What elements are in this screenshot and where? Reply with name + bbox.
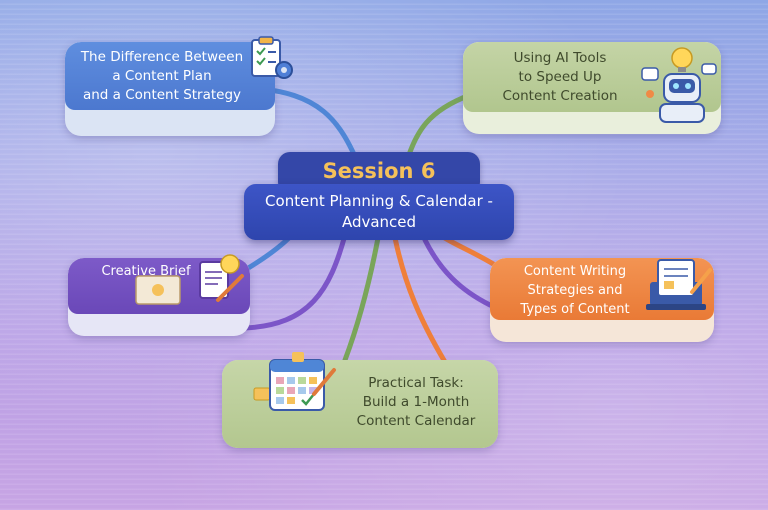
link-practical-green xyxy=(342,235,381,363)
node-plan-line3: and a Content Strategy xyxy=(82,87,242,103)
node-task-line1: Practical Task: xyxy=(368,375,464,391)
node-ai-line3: Content Creation xyxy=(502,88,618,104)
node-plan-line2: a Content Plan xyxy=(112,68,212,84)
brief-document-lightbulb-icon xyxy=(118,250,250,314)
link-creative-brief-lower xyxy=(242,232,348,331)
central-topic-line2: Advanced xyxy=(341,213,417,231)
node-writing-line3: Types of Content xyxy=(520,302,630,317)
checklist-gear-icon xyxy=(246,36,296,88)
node-task-line3: Content Calendar xyxy=(356,413,476,429)
link-practical-orange xyxy=(392,235,448,365)
node-practical-task[interactable]: Practical Task: Build a 1-Month Content … xyxy=(222,360,498,448)
node-task-line2: Build a 1-Month xyxy=(362,394,470,410)
node-plan-vs-strategy[interactable]: The Difference Between a Content Plan an… xyxy=(65,42,275,136)
central-topic-line1: Content Planning & Calendar - xyxy=(265,192,493,210)
node-ai-line2: to Speed Up xyxy=(518,69,602,85)
central-topic-title: Content Planning & Calendar - Advanced xyxy=(244,191,514,233)
link-writing-purple xyxy=(422,237,493,308)
node-writing-line1: Content Writing xyxy=(523,264,627,279)
robot-lightbulb-icon xyxy=(636,44,720,130)
central-topic[interactable]: Content Planning & Calendar - Advanced xyxy=(244,184,514,240)
calendar-pen-icon xyxy=(246,350,338,418)
node-plan-line1: The Difference Between xyxy=(80,49,244,65)
node-writing-line2: Strategies and xyxy=(527,283,623,298)
laptop-document-pen-icon xyxy=(646,256,714,318)
session-label: Session 6 xyxy=(322,159,436,183)
node-ai-line1: Using AI Tools xyxy=(513,50,607,66)
